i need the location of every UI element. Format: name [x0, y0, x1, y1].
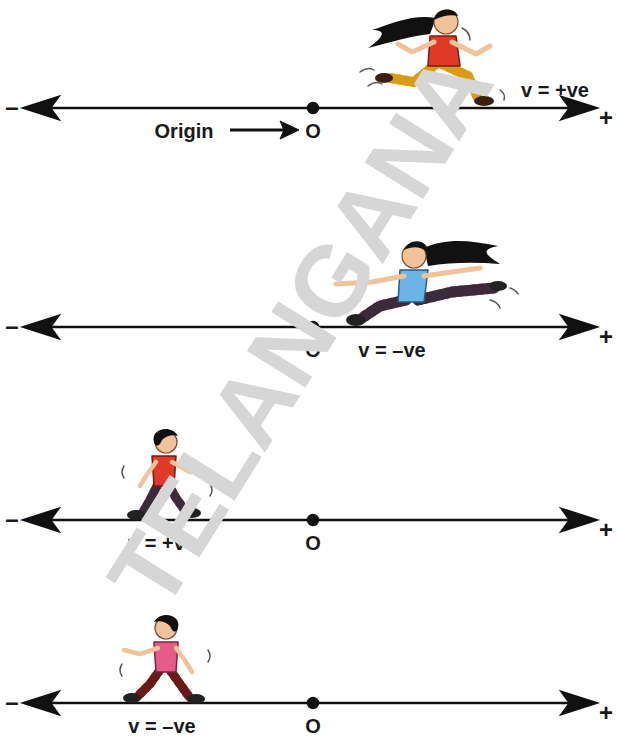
velocity-label: v = –ve	[128, 716, 195, 736]
axis-sign: –	[5, 314, 18, 338]
axis-sign: +	[599, 701, 613, 725]
walking-boy	[120, 615, 210, 704]
watermark: TELANGANA	[91, 37, 508, 622]
point-label: O	[305, 121, 321, 141]
axis-sign: –	[5, 95, 18, 119]
origin-pointer	[230, 121, 299, 139]
axis-sign: +	[599, 518, 613, 542]
axis-sign: –	[5, 507, 18, 531]
axis-sign: –	[5, 690, 18, 714]
number-line	[24, 692, 596, 714]
velocity-label: v = +ve	[521, 80, 589, 100]
axis-sign: +	[599, 106, 613, 130]
point-label: O	[305, 716, 321, 736]
number-line	[24, 97, 596, 119]
origin-label: Origin	[155, 121, 214, 141]
number-line	[24, 509, 596, 531]
axis-sign: +	[599, 325, 613, 349]
velocity-label: v = –ve	[358, 340, 425, 360]
point-label: O	[305, 533, 321, 553]
